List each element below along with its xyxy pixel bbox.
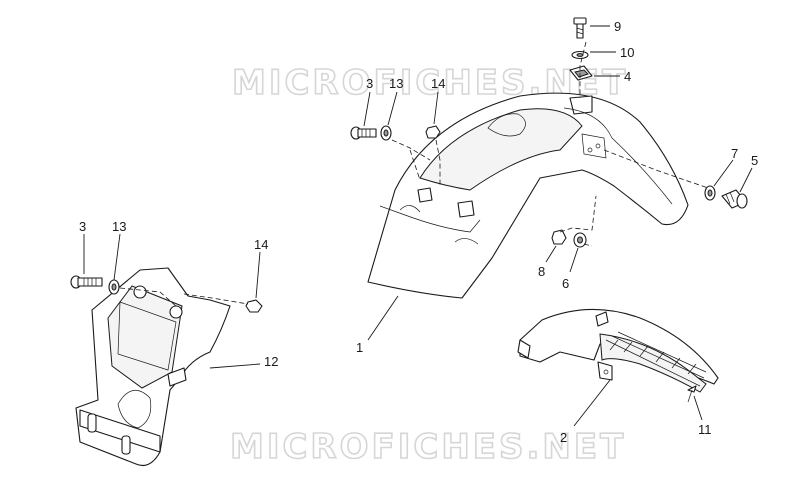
callout-7: 7	[731, 146, 738, 161]
callout-14-top: 14	[431, 76, 445, 91]
washer-10	[571, 50, 589, 60]
callout-14-left: 14	[254, 237, 268, 252]
screw-5	[721, 189, 748, 209]
callout-3-top: 3	[366, 76, 373, 91]
spacer-6	[573, 232, 587, 248]
callout-10: 10	[620, 45, 634, 60]
washer-7	[704, 185, 716, 201]
rear-mudguard	[367, 92, 689, 299]
screw-3-top	[350, 126, 377, 140]
callout-13-left: 13	[112, 219, 126, 234]
callout-5: 5	[751, 153, 758, 168]
callout-11: 11	[698, 422, 712, 437]
clip-nut-4	[569, 65, 593, 81]
callout-12: 12	[264, 354, 278, 369]
screw-11	[687, 385, 697, 403]
washer-13-left	[108, 279, 120, 295]
washer-13-top	[380, 125, 392, 141]
nut-14-top	[425, 125, 441, 139]
callouts: 9 10 4 3 13 14 7 5 3 13 14 12 8 6 1 2 11	[79, 19, 758, 445]
callout-6: 6	[562, 276, 569, 291]
assembly-lines	[119, 41, 709, 307]
callout-8: 8	[538, 264, 545, 279]
callout-2: 2	[560, 430, 567, 445]
screw-9	[573, 17, 587, 39]
callout-3-left: 3	[79, 219, 86, 234]
number-plate-holder	[75, 267, 231, 467]
grommet-8	[551, 229, 567, 245]
callout-13-top: 13	[389, 76, 403, 91]
leader-lines	[83, 25, 753, 427]
callout-4: 4	[624, 69, 631, 84]
callout-1: 1	[356, 340, 363, 355]
screw-3-left	[70, 275, 103, 289]
watermark-bottom: MICROFICHES.NET	[230, 427, 626, 467]
nut-14-left	[245, 299, 263, 313]
callout-9: 9	[614, 19, 621, 34]
inner-mudguard	[517, 308, 719, 393]
